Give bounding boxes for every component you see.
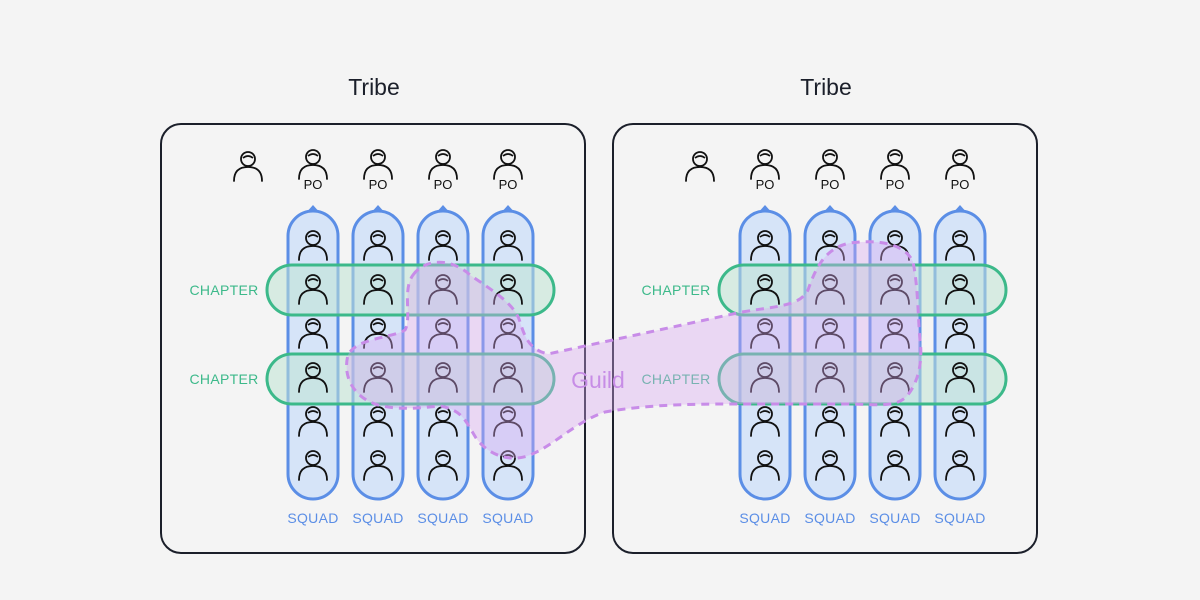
chapter: CHAPTER [190, 352, 556, 406]
po-label: PO [886, 177, 905, 192]
chapter-label: CHAPTER [190, 371, 259, 387]
product-owner: PO [298, 149, 328, 192]
product-owner: PO [880, 149, 910, 192]
chapter-label: CHAPTER [642, 371, 711, 387]
tribe-lead-icon [233, 151, 263, 182]
squad-member-icon [945, 274, 975, 305]
product-owner-icon [945, 149, 975, 180]
tribe-lead-icon [685, 151, 715, 182]
squad-member-icon [428, 230, 458, 261]
po-label: PO [821, 177, 840, 192]
squad-member-icon [945, 406, 975, 437]
po-label: PO [756, 177, 775, 192]
guild-outline [345, 240, 923, 460]
squad-member-icon [493, 406, 523, 437]
squad-member-icon [750, 318, 780, 349]
product-owner: PO [363, 149, 393, 192]
product-owner-icon [493, 149, 523, 180]
squad-label: SQUAD [352, 510, 403, 526]
guild-layer: Guild [345, 240, 923, 460]
squad-label: SQUAD [934, 510, 985, 526]
squad-member-icon [750, 230, 780, 261]
squad-member-icon [428, 450, 458, 481]
squad-member-icon [815, 450, 845, 481]
chapter-label: CHAPTER [190, 282, 259, 298]
squad-member-icon [298, 230, 328, 261]
po-label: PO [951, 177, 970, 192]
squad-member-icon [363, 274, 393, 305]
squad-member-icon [298, 362, 328, 393]
squad-member-icon [880, 274, 910, 305]
squad-member-icon [815, 362, 845, 393]
po-label: PO [304, 177, 323, 192]
po-label: PO [499, 177, 518, 192]
squad-label: SQUAD [869, 510, 920, 526]
squad-member-icon [880, 406, 910, 437]
squad-member-icon [945, 230, 975, 261]
squad-member-icon [298, 450, 328, 481]
chapter-band [265, 352, 556, 406]
squad-member-icon [493, 274, 523, 305]
product-owner: PO [428, 149, 458, 192]
tribe-frame [160, 123, 586, 554]
squad-label: SQUAD [482, 510, 533, 526]
squad-member-icon [363, 230, 393, 261]
product-owner-icon [750, 149, 780, 180]
squad-member-icon [363, 362, 393, 393]
squad-label: SQUAD [417, 510, 468, 526]
squad-member-icon [750, 274, 780, 305]
squad-member-icon [880, 362, 910, 393]
squad-members [750, 230, 975, 481]
squad-member-icon [815, 318, 845, 349]
squad-member-icon [750, 450, 780, 481]
product-owner-icon [428, 149, 458, 180]
squad-member-icon [428, 274, 458, 305]
tribe-title: Tribe [800, 74, 852, 100]
squad-member-icon [493, 318, 523, 349]
squad-member-icon [815, 406, 845, 437]
product-owner: PO [815, 149, 845, 192]
squad-member-icon [493, 362, 523, 393]
product-owner: PO [750, 149, 780, 192]
squad-member-icon [880, 318, 910, 349]
tribe-title: Tribe [348, 74, 400, 100]
tribe-frame [612, 123, 1038, 554]
po-label: PO [369, 177, 388, 192]
squad-member-icon [880, 450, 910, 481]
po-label: PO [434, 177, 453, 192]
squad-member-icon [945, 318, 975, 349]
product-owner-icon [880, 149, 910, 180]
squad-member-icon [493, 230, 523, 261]
product-owner-icon [363, 149, 393, 180]
squad-label: SQUAD [739, 510, 790, 526]
chapter-label: CHAPTER [642, 282, 711, 298]
squad-member-icon [363, 406, 393, 437]
squad-label: SQUAD [804, 510, 855, 526]
guild: Guild [345, 240, 923, 460]
squad-member-icon [298, 406, 328, 437]
squad-member-icon [428, 362, 458, 393]
squad-label: SQUAD [287, 510, 338, 526]
chapter-band [265, 263, 556, 317]
squad-member-icon [945, 362, 975, 393]
squad-member-icon [815, 230, 845, 261]
squad-member-icon [363, 450, 393, 481]
product-owner: PO [493, 149, 523, 192]
chapter: CHAPTER [190, 263, 556, 317]
squad-member-icon [815, 274, 845, 305]
squad-member-icon [298, 274, 328, 305]
squad-member-icon [298, 318, 328, 349]
squad-member-icon [750, 406, 780, 437]
product-owner-icon [815, 149, 845, 180]
guild-label: Guild [571, 367, 625, 393]
squad-member-icon [428, 318, 458, 349]
product-owner: PO [945, 149, 975, 192]
squad-member-icon [750, 362, 780, 393]
product-owner-icon [298, 149, 328, 180]
squad-member-icon [945, 450, 975, 481]
